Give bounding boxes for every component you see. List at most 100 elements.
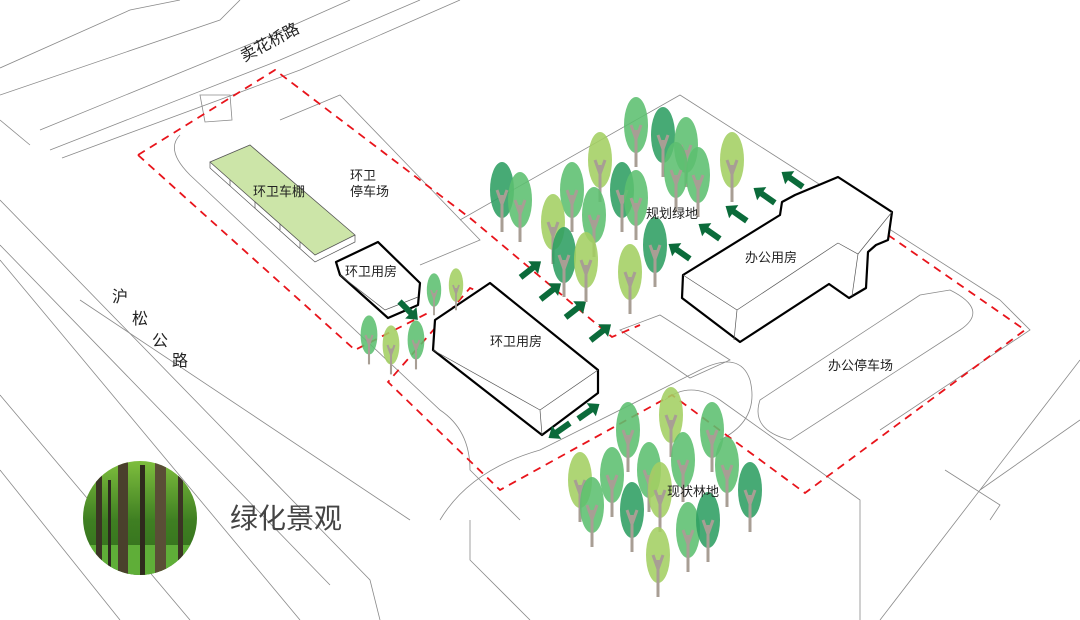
- tree-canopy: [407, 320, 425, 360]
- tree: [700, 402, 724, 472]
- road-char: 路: [172, 351, 188, 370]
- tree-canopy: [588, 132, 612, 188]
- tree: [696, 492, 720, 562]
- arrow-icon: [753, 187, 777, 206]
- tree-canopy: [620, 482, 644, 538]
- tree-canopy: [624, 170, 648, 226]
- sanitation-shed: [209, 144, 356, 263]
- label-sanitation-room-small: 环卫用房: [345, 264, 397, 280]
- label-sanitation-parking-1: 环卫: [350, 169, 376, 184]
- arrow-icon: [698, 223, 722, 242]
- tree-canopy: [715, 437, 739, 493]
- tree-canopy: [664, 142, 688, 198]
- arrow-icon: [725, 205, 749, 224]
- tree-trunk: [651, 554, 665, 597]
- tree-canopy: [648, 462, 672, 518]
- road-char: 松: [132, 309, 148, 328]
- tree-trunk: [585, 504, 599, 547]
- tree-trunk: [725, 159, 739, 202]
- arrow-icon: [548, 420, 572, 439]
- tree-trunk: [656, 134, 670, 177]
- arrow-icon: [588, 324, 612, 343]
- building-sanitation-large: [431, 281, 600, 437]
- tree-canopy: [659, 387, 683, 443]
- tree-trunk: [386, 344, 396, 375]
- tree: [643, 217, 667, 287]
- tree: [616, 402, 640, 472]
- label-office: 办公用房: [745, 250, 797, 266]
- tree-canopy: [448, 268, 464, 302]
- legend-title: 绿化景观: [230, 502, 342, 535]
- tree: [618, 244, 642, 314]
- tree-trunk: [452, 284, 460, 311]
- tree: [426, 273, 442, 316]
- label-sanitation-parking-2: 停车场: [350, 184, 389, 200]
- tree: [664, 142, 688, 212]
- tree-trunk: [743, 489, 757, 532]
- tree-trunk: [629, 124, 643, 167]
- road-char: 公: [152, 331, 168, 350]
- tree-trunk: [579, 259, 593, 302]
- building-sanitation-small: [334, 240, 422, 320]
- tree-group: [360, 97, 762, 597]
- tree-trunk: [629, 197, 643, 240]
- road-char: 沪: [112, 287, 128, 306]
- tree-trunk: [720, 464, 734, 507]
- tree-canopy: [646, 527, 670, 583]
- tree: [624, 170, 648, 240]
- road-label-husong: 沪 松 公 路: [112, 287, 188, 370]
- arrow-icon: [576, 403, 600, 422]
- tree-trunk: [573, 479, 587, 522]
- tree: [646, 527, 670, 597]
- tree-trunk: [669, 169, 683, 212]
- tree-trunk: [621, 429, 635, 472]
- tree-trunk: [664, 414, 678, 457]
- tree: [582, 187, 606, 257]
- tree-canopy: [618, 244, 642, 300]
- tree: [382, 325, 400, 375]
- label-office-parking: 办公停车场: [828, 358, 893, 374]
- tree: [624, 97, 648, 167]
- tree-trunk: [625, 509, 639, 552]
- tree: [676, 502, 700, 572]
- tree-canopy: [696, 492, 720, 548]
- arrow-icon: [397, 299, 418, 320]
- tree-trunk: [430, 289, 438, 316]
- label-sanitation-shed: 环卫车棚: [253, 184, 305, 200]
- tree: [580, 477, 604, 547]
- tree-canopy: [643, 217, 667, 273]
- tree-canopy: [508, 172, 532, 228]
- tree: [448, 268, 464, 311]
- label-existing-forest: 现状林地: [667, 485, 719, 500]
- road-label-maihuaqiao: 卖花桥路: [237, 19, 302, 66]
- tree-canopy: [580, 477, 604, 533]
- tree: [360, 315, 378, 365]
- tree: [574, 232, 598, 302]
- forest-photo: [83, 461, 197, 575]
- tree: [490, 162, 514, 232]
- tree-trunk: [364, 334, 374, 365]
- arrow-icon: [518, 261, 542, 280]
- tree-canopy: [616, 402, 640, 458]
- arrow-icon: [668, 243, 692, 262]
- tree-trunk: [676, 459, 690, 502]
- tree-trunk: [653, 489, 667, 532]
- tree-canopy: [720, 132, 744, 188]
- tree-canopy: [426, 273, 442, 307]
- tree-canopy: [360, 315, 378, 355]
- label-planned-green: 规划绿地: [646, 207, 698, 222]
- tree: [715, 437, 739, 507]
- tree-trunk: [681, 529, 695, 572]
- tree-canopy: [574, 232, 598, 288]
- building-office: [680, 175, 894, 344]
- green-flow-arrows: [397, 171, 805, 439]
- tree-trunk: [605, 474, 619, 517]
- tree-trunk: [623, 271, 637, 314]
- tree: [648, 462, 672, 532]
- tree-canopy: [676, 502, 700, 558]
- arrow-icon: [538, 283, 562, 302]
- tree: [738, 462, 762, 532]
- tree-canopy: [624, 97, 648, 153]
